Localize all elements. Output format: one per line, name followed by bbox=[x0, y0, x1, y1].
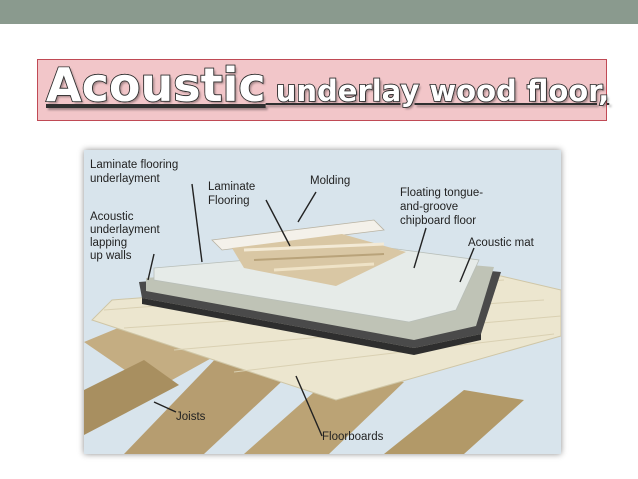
leader-line bbox=[265, 199, 291, 247]
laminate-plank bbox=[243, 242, 385, 252]
label-floorboards: Floorboards bbox=[322, 431, 384, 443]
leader-line bbox=[459, 247, 475, 283]
leader-line bbox=[153, 401, 177, 413]
title-main: Acoustic bbox=[45, 57, 266, 113]
joist-left-end bbox=[84, 360, 179, 435]
title-rest: underlay wood floor, bbox=[265, 73, 610, 109]
label-line: Acoustic bbox=[90, 211, 134, 223]
label-molding: Molding bbox=[310, 175, 350, 187]
diagram-svg: Laminate flooring underlayment Laminate … bbox=[84, 150, 561, 454]
label-acoustic-underlayment: Acoustic underlayment lapping up walls bbox=[90, 211, 163, 262]
label-laminate-flooring: Laminate Flooring bbox=[208, 181, 259, 207]
joist-4 bbox=[384, 390, 524, 454]
label-laminate-underlayment: Laminate flooring underlayment bbox=[90, 159, 181, 185]
label-line: Laminate flooring bbox=[90, 159, 178, 171]
label-joists: Joists bbox=[176, 411, 206, 423]
label-line: underlayment bbox=[90, 224, 160, 236]
label-line: Laminate bbox=[208, 181, 255, 193]
leader-line bbox=[147, 253, 155, 281]
flooring-diagram: Laminate flooring underlayment Laminate … bbox=[84, 150, 561, 454]
joist-2 bbox=[124, 350, 294, 454]
title-box bbox=[37, 59, 607, 121]
board-line bbox=[233, 333, 555, 373]
label-line: lapping bbox=[90, 237, 127, 249]
label-line: underlayment bbox=[90, 173, 160, 185]
label-line: chipboard floor bbox=[400, 215, 476, 227]
label-line: up walls bbox=[90, 250, 132, 262]
label-line: and-groove bbox=[400, 201, 458, 213]
label-floating-floor: Floating tongue- and-groove chipboard fl… bbox=[400, 187, 486, 227]
molding bbox=[211, 219, 385, 251]
leader-line bbox=[297, 191, 317, 223]
laminate-layer bbox=[232, 234, 406, 286]
laminate-plank bbox=[253, 253, 385, 261]
leader-line bbox=[413, 227, 427, 269]
slide-title: Acoustic underlay wood floor, bbox=[45, 57, 610, 113]
top-bar bbox=[0, 0, 638, 24]
leader-line bbox=[295, 375, 323, 437]
label-line: Floating tongue- bbox=[400, 187, 483, 199]
label-acoustic-mat: Acoustic mat bbox=[468, 237, 535, 249]
laminate-plank bbox=[273, 262, 375, 272]
leader-line bbox=[191, 183, 203, 263]
label-line: Flooring bbox=[208, 195, 250, 207]
